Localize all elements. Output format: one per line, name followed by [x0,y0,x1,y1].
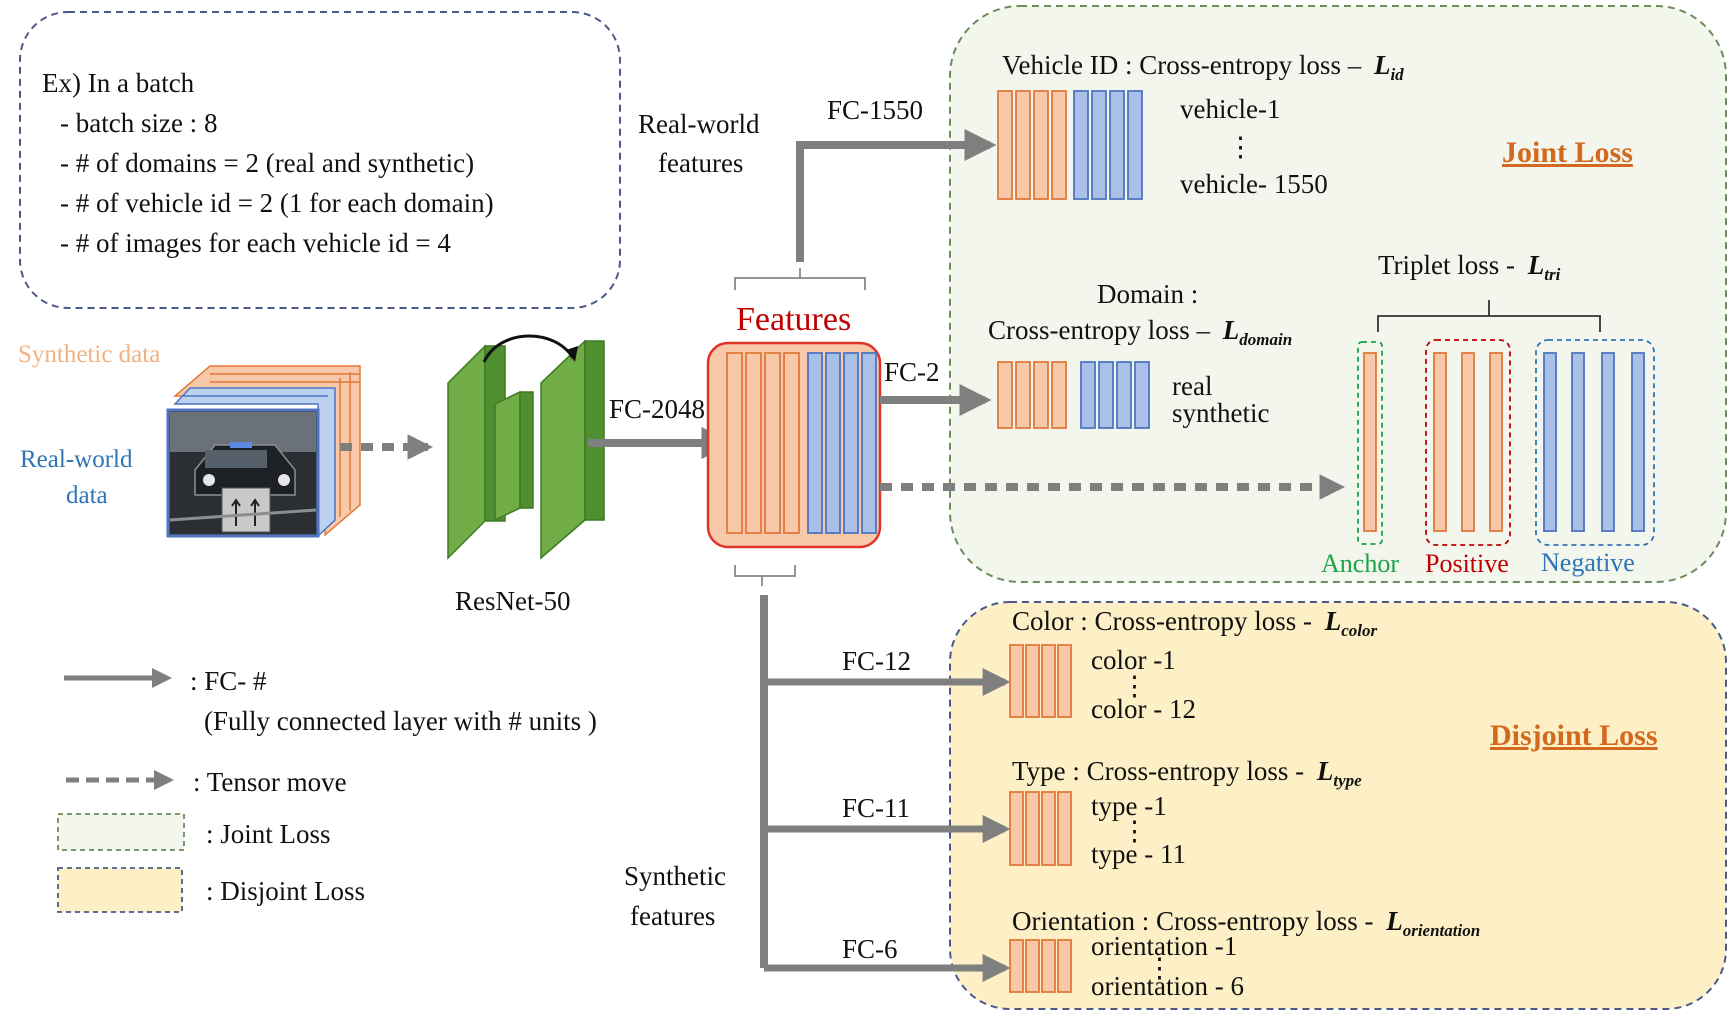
orientation-first-class: orientation -1 [1091,931,1237,961]
vehicle-class-dots: ⋮ [1227,132,1254,162]
domain-bars [997,361,1150,429]
fc-2-label: FC-2 [884,357,940,387]
type-class-dots: ⋮ [1121,816,1148,846]
domain-class-real: real [1172,371,1212,401]
type-first-class: type -1 [1091,791,1167,821]
orientation-heading: Orientation : Cross-entropy loss - Lorie… [1012,906,1480,940]
color-bars [1009,644,1072,718]
fc-2048-label: FC-2048 [609,394,705,424]
batch-info-box [19,11,621,309]
orientation-last-class: orientation - 6 [1091,971,1244,1001]
negative-box [1535,339,1655,546]
color-heading: Color : Cross-entropy loss - Lcolor [1012,606,1378,640]
vehicle-last-class: vehicle- 1550 [1180,169,1328,199]
triplet-brace [1377,300,1601,332]
resnet-label: ResNet-50 [455,586,570,616]
positive-label: Positive [1425,549,1509,578]
feature-bars [726,352,877,534]
legend-joint-label: : Joint Loss [206,819,331,849]
features-title: Features [736,301,851,338]
batch-line-3: - # of vehicle id = 2 (1 for each domain… [60,188,494,218]
synthetic-features-label-2: features [630,901,715,931]
real-world-brace [734,268,866,290]
batch-line-1: - batch size : 8 [60,108,217,138]
color-last-class: color - 12 [1091,694,1196,724]
fc-1550-arrow [796,129,997,262]
legend-disjoint-swatch [57,867,183,913]
input-data-stack [166,365,361,538]
fc-11-label: FC-11 [842,793,910,823]
legend-disjoint-label: : Disjoint Loss [206,876,365,906]
positive-box [1425,339,1511,546]
domain-class-synthetic: synthetic [1172,398,1269,428]
legend-tensor-label: : Tensor move [193,767,347,797]
domain-heading-2: Cross-entropy loss – Ldomain [988,315,1292,349]
resnet-block [447,339,605,560]
fc-12-label: FC-12 [842,646,911,676]
legend-fc-label: : FC- # [190,666,267,696]
synthetic-features-label-1: Synthetic [624,861,726,891]
anchor-box [1357,341,1383,545]
fc-1550-label: FC-1550 [827,95,923,125]
type-bars [1009,791,1072,866]
real-world-features-label-1: Real-world [638,109,760,139]
color-first-class: color -1 [1091,645,1176,675]
batch-line-4: - # of images for each vehicle id = 4 [60,228,451,258]
orientation-class-dots: ⋮ [1146,953,1173,983]
synthetic-brace [734,565,796,586]
disjoint-loss-region [949,601,1727,1010]
fc-6-label: FC-6 [842,934,898,964]
legend: : FC- # (Fully connected layer with # un… [57,666,597,913]
skip-connection-icon [482,334,575,363]
batch-line-2: - # of domains = 2 (real and synthetic) [60,148,474,178]
negative-label: Negative [1541,548,1635,577]
anchor-label: Anchor [1321,549,1399,578]
type-last-class: type - 11 [1091,839,1186,869]
joint-loss-title: Joint Loss [1502,136,1633,169]
legend-joint-swatch [57,813,185,851]
orientation-bars [1009,939,1072,993]
real-world-features-label-2: features [658,148,743,178]
triplet-heading: Triplet loss - Ltri [1378,250,1561,284]
color-class-dots: ⋮ [1121,671,1148,701]
vehicle-id-heading: Vehicle ID : Cross-entropy loss – Lid [1002,50,1404,84]
real-world-data-label-1: Real-world [20,446,133,473]
type-heading: Type : Cross-entropy loss - Ltype [1012,756,1362,790]
joint-loss-region [949,5,1727,583]
real-world-data-label-2: data [66,482,108,509]
domain-heading-1: Domain : [1097,279,1198,309]
legend-fc-desc: (Fully connected layer with # units ) [204,706,597,736]
vehicle-id-bars [997,90,1143,200]
vehicle-first-class: vehicle-1 [1180,94,1280,124]
synthetic-data-label: Synthetic data [18,341,160,368]
batch-heading: Ex) In a batch [42,68,195,98]
disjoint-loss-title: Disjoint Loss [1490,719,1658,752]
